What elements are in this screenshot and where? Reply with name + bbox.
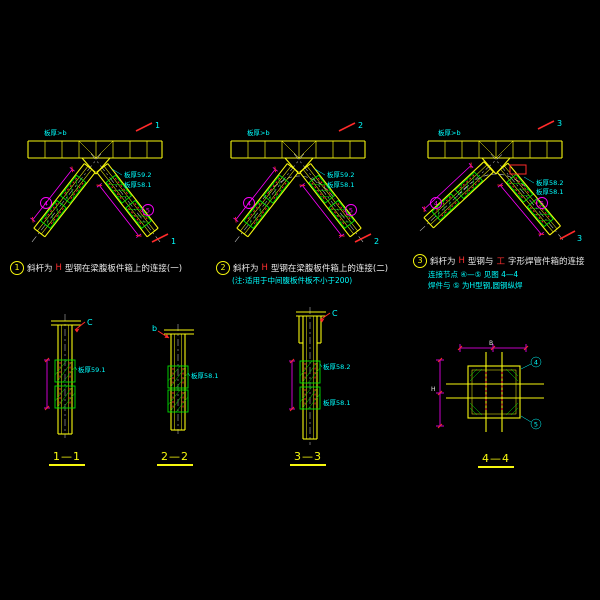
section-3-3-drawing: C 板厚58.2 板厚58.1 (289, 307, 350, 445)
detail-3-drawing: 3 3 板厚>b 板厚58.2 板厚58.1 4 5 (408, 119, 582, 251)
plate-thickness-label: 板厚58.1 (124, 180, 151, 189)
leader-label: C (332, 309, 338, 318)
caption-text: 型钢在梁腹板件箱上的连接(一) (64, 264, 183, 274)
beam-annotation: 板厚>b (247, 128, 270, 137)
plate-thickness-label: 板厚58.2 (536, 178, 563, 187)
caption-text: 斜杆为 (430, 257, 456, 267)
piece-tag: 5 (349, 207, 353, 215)
beam-annotation: 板厚>b (438, 128, 461, 137)
cut-mark-label: 1 (171, 237, 176, 246)
section-1-1-drawing: C 板厚59.1 (44, 314, 105, 438)
plate-thickness-label: 板厚59.2 (124, 170, 151, 179)
detail-3-number-badge: 3 (413, 254, 427, 268)
section-1-1-title: 1—1 (42, 450, 92, 466)
plate-thickness-label: 板厚58.1 (536, 187, 563, 196)
cut-mark-label: 2 (374, 237, 379, 246)
caption-text: 型钢与 (467, 257, 494, 267)
caption-text: 斜杆为 (233, 264, 259, 274)
section-4-4-drawing: B H 4 5 (431, 340, 544, 432)
cut-mark-label: 3 (557, 119, 562, 128)
section-3-3-title: 3—3 (283, 450, 333, 466)
plate-thickness-label: 板厚58.1 (327, 180, 354, 189)
section-4-4-title: 4—4 (468, 452, 524, 468)
section-2-2-title: 2—2 (150, 450, 200, 466)
cut-mark-label: 1 (155, 121, 160, 130)
cut-mark-label: 3 (577, 234, 582, 243)
plate-thickness-label: 板厚59.1 (78, 365, 105, 374)
detail-2-number-badge: 2 (216, 261, 230, 275)
caption-highlight: 工 (496, 257, 505, 267)
caption-text: 斜杆为 (27, 264, 53, 274)
detail-2-note: (注:适用于中间腹板件板不小于200) (232, 276, 353, 285)
piece-tag: 4 (247, 200, 251, 208)
caption-text: 型钢在梁腹板件箱上的连接(二) (270, 264, 389, 274)
cut-mark-label: 2 (358, 121, 363, 130)
piece-tag: 5 (540, 200, 544, 208)
leader-label: C (87, 318, 93, 327)
caption-highlight: H (261, 263, 268, 273)
leader-label: b (152, 324, 157, 333)
detail-2-drawing: 2 2 板厚>b 板厚59.2 板厚58.1 4 5 (221, 121, 379, 253)
caption-highlight: H (458, 256, 465, 266)
detail-1-number-badge: 1 (10, 261, 24, 275)
dimension-label: B (489, 340, 493, 347)
piece-tag: 4 (44, 200, 48, 208)
piece-tag: 5 (534, 421, 538, 429)
plate-thickness-label: 板厚58.1 (191, 371, 218, 380)
piece-tag: 5 (146, 207, 150, 215)
detail-3-note-2: 焊件与 ⑤ 为H型钢,圆钢纵焊 (428, 281, 523, 290)
caption-highlight: H (55, 263, 62, 273)
dimension-label: H (431, 386, 436, 393)
plate-thickness-label: 板厚59.2 (327, 170, 354, 179)
caption-text: 字形焊管件箱的连接 (507, 257, 585, 267)
piece-tag: 4 (534, 359, 538, 367)
detail-1-drawing: 1 1 板厚>b 板厚59.2 板厚58.1 4 5 (18, 121, 176, 253)
piece-tag: 4 (434, 200, 438, 208)
beam-annotation: 板厚>b (44, 128, 67, 137)
plate-thickness-label: 板厚58.1 (323, 398, 350, 407)
detail-3-note-1: 连接节点 ④—⑤ 见图 4—4 (428, 270, 519, 279)
plate-thickness-label: 板厚58.2 (323, 362, 350, 371)
section-2-2-drawing: b 板厚58.1 (152, 324, 218, 434)
